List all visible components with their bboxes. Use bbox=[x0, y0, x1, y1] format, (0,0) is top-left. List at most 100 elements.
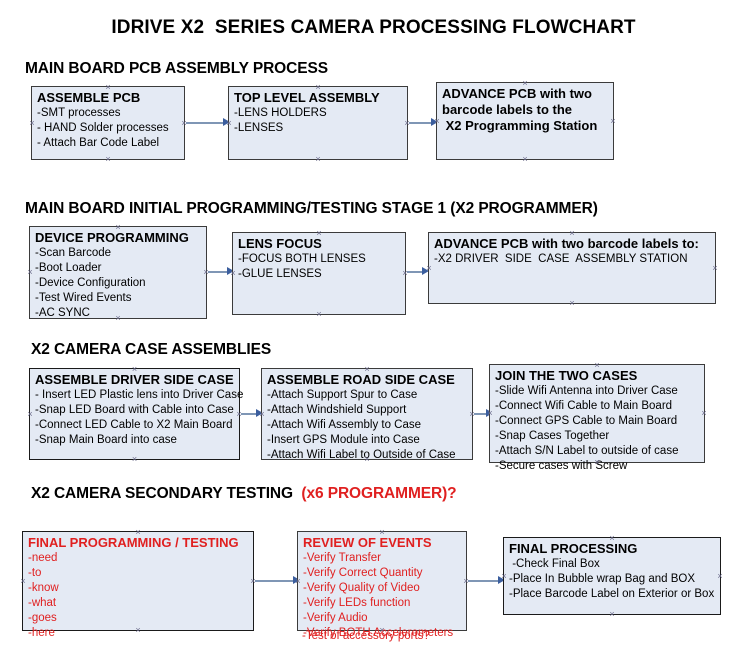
node-line: -Scan Barcode bbox=[35, 247, 112, 259]
node-assemble-road-side-case[interactable]: ASSEMBLE ROAD SIDE CASE -Attach Support … bbox=[261, 368, 473, 463]
node-line: -need bbox=[28, 552, 58, 564]
connection-handle-bottom[interactable] bbox=[316, 311, 323, 318]
node-title: TOP LEVEL ASSEMBLY bbox=[234, 90, 380, 105]
node-line: -know bbox=[28, 582, 59, 594]
node-line: -AC SYNC bbox=[35, 307, 90, 319]
node-line: -Attach Support Spur to Case bbox=[267, 389, 418, 401]
node-line: -Verify Correct Quantity bbox=[303, 567, 423, 579]
node-line: -SMT processes bbox=[37, 107, 121, 119]
node-body: ASSEMBLE PCB -SMT processes - HAND Solde… bbox=[37, 90, 182, 151]
node-body: ADVANCE PCB with two barcode labels to: … bbox=[434, 236, 713, 267]
section-heading-text: MAIN BOARD INITIAL PROGRAMMING/TESTING S… bbox=[25, 200, 598, 217]
node-final-processing[interactable]: FINAL PROCESSING -Check Final Box -Place… bbox=[503, 537, 721, 615]
node-line: -Device Configuration bbox=[35, 277, 146, 289]
node-line: -Place Barcode Label on Exterior or Box bbox=[509, 588, 715, 600]
section-heading-x2-camera-case-assemblies: X2 CAMERA CASE ASSEMBLIES bbox=[31, 341, 271, 359]
arrowhead-icon bbox=[422, 267, 429, 275]
node-line: -Insert GPS Module into Case bbox=[267, 434, 420, 446]
node-title: ASSEMBLE PCB bbox=[37, 90, 141, 105]
node-line: -Verify LEDs function bbox=[303, 597, 411, 609]
node-line: -GLUE LENSES bbox=[238, 268, 322, 280]
node-line: -LENSES bbox=[234, 122, 284, 134]
node-top-level-assembly[interactable]: TOP LEVEL ASSEMBLY -LENS HOLDERS -LENSES bbox=[228, 86, 408, 160]
node-lens-focus[interactable]: LENS FOCUS -FOCUS BOTH LENSES -GLUE LENS… bbox=[232, 232, 406, 315]
node-line: X2 Programming Station bbox=[442, 118, 598, 133]
connection-handle-bottom[interactable] bbox=[105, 156, 112, 163]
node-review-of-events[interactable]: REVIEW OF EVENTS -Verify Transfer -Verif… bbox=[297, 531, 467, 639]
node-line: barcode labels to the bbox=[442, 102, 573, 117]
node-line: -X2 DRIVER SIDE CASE ASSEMBLY STATION bbox=[434, 253, 688, 265]
node-title: REVIEW OF EVENTS bbox=[303, 535, 432, 550]
section-heading-accent: (x6 PROGRAMMER)? bbox=[297, 485, 457, 502]
node-final-programming-testing[interactable]: FINAL PROGRAMMING / TESTING -need -to -k… bbox=[20, 531, 254, 639]
node-line: -LENS HOLDERS bbox=[234, 107, 327, 119]
node-title: DEVICE PROGRAMMING bbox=[35, 230, 189, 245]
node-line: -Attach Windshield Support bbox=[267, 404, 407, 416]
node-assemble-pcb[interactable]: ASSEMBLE PCB -SMT processes - HAND Solde… bbox=[31, 86, 185, 160]
connection-handle-left[interactable] bbox=[27, 269, 34, 276]
section-heading-text: MAIN BOARD PCB ASSEMBLY PROCESS bbox=[25, 60, 328, 77]
node-line: - Attach Bar Code Label bbox=[37, 137, 160, 149]
arrowhead-icon bbox=[293, 576, 300, 584]
node-line: -Verify BOTH Accelerometers bbox=[303, 627, 454, 639]
arrowhead-icon bbox=[431, 118, 438, 126]
node-body: DEVICE PROGRAMMING -Scan Barcode -Boot L… bbox=[35, 230, 204, 321]
connection-handle-bottom[interactable] bbox=[315, 156, 322, 163]
section-heading-main-board-initial-programming: MAIN BOARD INITIAL PROGRAMMING/TESTING S… bbox=[25, 200, 598, 218]
node-advance-pcb-programming-station[interactable]: ADVANCE PCB with two barcode labels to t… bbox=[436, 82, 614, 160]
section-heading-text: X2 CAMERA SECONDARY TESTING bbox=[31, 485, 298, 502]
section-heading-text: X2 CAMERA CASE ASSEMBLIES bbox=[31, 341, 272, 358]
node-line: -Verify Transfer bbox=[303, 552, 381, 564]
node-line: - HAND Solder processes bbox=[37, 122, 169, 134]
arrowhead-icon bbox=[227, 267, 234, 275]
node-line: -Snap Main Board into case bbox=[35, 434, 177, 446]
node-title: FINAL PROCESSING bbox=[509, 541, 638, 556]
connector-assemble-pcb-to-top-level bbox=[186, 122, 225, 124]
connection-handle-bottom[interactable] bbox=[131, 456, 138, 463]
page-title: IDRIVE X2 SERIES CAMERA PROCESSING FLOWC… bbox=[111, 17, 636, 38]
node-line: -FOCUS BOTH LENSES bbox=[238, 253, 366, 265]
connection-handle-left[interactable] bbox=[20, 578, 27, 585]
connector-driver-side-to-road-side bbox=[241, 413, 259, 415]
node-line: -goes bbox=[28, 612, 57, 624]
node-assemble-driver-side-case[interactable]: ASSEMBLE DRIVER SIDE CASE - Insert LED P… bbox=[27, 368, 244, 463]
node-line: - Insert LED Plastic lens into Driver Ca… bbox=[35, 389, 244, 401]
node-line: -Snap LED Board with Cable into Case bbox=[35, 404, 234, 416]
node-line: -to bbox=[28, 567, 42, 579]
connection-handle-bottom[interactable] bbox=[609, 611, 616, 618]
node-advance-pcb-driver-side-station[interactable]: ADVANCE PCB with two barcode labels to: … bbox=[428, 232, 716, 304]
node-line: -Check Final Box bbox=[509, 558, 600, 570]
node-body: ASSEMBLE ROAD SIDE CASE -Attach Support … bbox=[267, 372, 470, 463]
node-body: FINAL PROGRAMMING / TESTING -need -to -k… bbox=[28, 535, 251, 641]
section-heading-main-board-pcb-assembly: MAIN BOARD PCB ASSEMBLY PROCESS bbox=[25, 60, 328, 78]
node-line: -Connect Wifi Cable to Main Board bbox=[495, 400, 673, 412]
node-line: -Connect LED Cable to X2 Main Board bbox=[35, 419, 233, 431]
node-body: TOP LEVEL ASSEMBLY -LENS HOLDERS -LENSES bbox=[234, 90, 405, 136]
node-title: LENS FOCUS bbox=[238, 236, 322, 251]
node-body: JOIN THE TWO CASES -Slide Wifi Antenna i… bbox=[495, 368, 702, 474]
node-body: LENS FOCUS -FOCUS BOTH LENSES -GLUE LENS… bbox=[238, 236, 403, 282]
connector-top-level-to-advance-pcb bbox=[409, 122, 434, 124]
node-title: FINAL PROGRAMMING / TESTING bbox=[28, 535, 239, 550]
connection-handle-left[interactable] bbox=[27, 411, 34, 418]
node-line: -Attach Wifi Assembly to Case bbox=[267, 419, 422, 431]
connector-lens-focus-to-advance-pcb bbox=[407, 271, 425, 273]
node-line: -Attach S/N Label to outside of case bbox=[495, 445, 679, 457]
connector-review-of-events-to-final-processing bbox=[468, 580, 501, 582]
node-body: REVIEW OF EVENTS -Verify Transfer -Verif… bbox=[303, 535, 464, 641]
node-title: JOIN THE TWO CASES bbox=[495, 368, 638, 383]
arrowhead-icon bbox=[223, 118, 230, 126]
node-line: -Verify Audio bbox=[303, 612, 368, 624]
node-line: -Boot Loader bbox=[35, 262, 102, 274]
connector-final-programming-to-review-of-events bbox=[255, 580, 295, 582]
node-title: ADVANCE PCB with two bbox=[442, 86, 592, 101]
connection-handle-left[interactable] bbox=[29, 120, 36, 127]
node-device-programming[interactable]: DEVICE PROGRAMMING -Scan Barcode -Boot L… bbox=[29, 226, 207, 319]
node-body: FINAL PROCESSING -Check Final Box -Place… bbox=[509, 541, 718, 602]
connection-handle-bottom[interactable] bbox=[569, 300, 576, 307]
node-title: ASSEMBLE DRIVER SIDE CASE bbox=[35, 372, 234, 387]
node-join-the-two-cases[interactable]: JOIN THE TWO CASES -Slide Wifi Antenna i… bbox=[489, 364, 705, 472]
connector-device-programming-to-lens-focus bbox=[208, 271, 230, 273]
connection-handle-bottom[interactable] bbox=[522, 156, 529, 163]
